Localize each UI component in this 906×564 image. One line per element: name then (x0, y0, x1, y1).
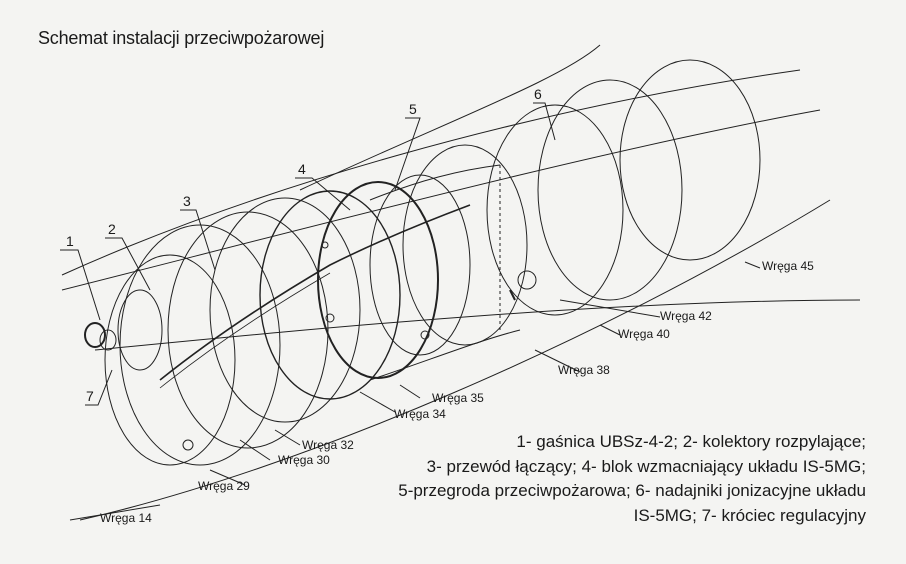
callout-2: 2 (108, 221, 116, 237)
legend: 1- gaśnica UBSz-4-2; 2- kolektory rozpyl… (346, 430, 866, 528)
firewall-ring-35 (317, 181, 439, 379)
frame-ring-14 (104, 254, 236, 466)
legend-line: 5-przegroda przeciwpożarowa; 6- nadajnik… (398, 481, 866, 500)
frame-ring-34 (259, 190, 401, 400)
frame-label-30: Wręga 30 (278, 453, 330, 467)
ring-fitting (420, 330, 430, 340)
frame-label-38: Wręga 38 (558, 363, 610, 377)
callout-leader-6 (533, 102, 556, 141)
frame-leader-35 (399, 384, 421, 399)
frame-leader-34 (359, 391, 396, 413)
callout-7: 7 (86, 388, 94, 404)
frame-leader-45 (744, 261, 761, 269)
frame-label-34: Wręga 34 (394, 407, 446, 421)
callout-6: 6 (534, 86, 542, 102)
callout-leader-1 (60, 249, 101, 321)
frame-leader-32 (274, 429, 301, 446)
engine-top-edge (369, 164, 501, 201)
callout-5: 5 (409, 101, 417, 117)
frame-leader-40 (599, 324, 621, 336)
frame-ring-40 (486, 104, 624, 316)
fuselage-axis-line (94, 299, 861, 351)
fuselage-upper-line (299, 44, 601, 191)
callout-leader-2 (105, 237, 151, 291)
fuselage-mid-line (61, 109, 821, 291)
ring-fitting (325, 313, 335, 323)
frame-ring-38 (402, 144, 528, 346)
frame-label-14: Wręga 14 (100, 511, 152, 525)
legend-line: IS-5MG; 7- króciec regulacyjny (633, 505, 866, 525)
engine-casing-front (369, 174, 471, 356)
spray-collector (117, 289, 163, 371)
legend-line: 3- przewód łączący; 4- blok wzmacniający… (426, 456, 866, 476)
callout-1: 1 (66, 233, 74, 249)
frame-label-42: Wręga 42 (660, 309, 712, 323)
extinguisher-bottle (84, 322, 106, 348)
ring-fitting (182, 439, 194, 451)
callout-leader-5 (394, 117, 421, 191)
legend-line: 1- gaśnica UBSz-4-2; 2- kolektory rozpyl… (516, 432, 866, 451)
frame-ring-45 (619, 59, 761, 261)
callout-leader-7 (85, 369, 113, 406)
ionization-sensor (517, 270, 537, 290)
callout-3: 3 (183, 193, 191, 209)
engine-bottom-edge (369, 329, 521, 381)
frame-leader-14 (69, 504, 161, 521)
fuselage-bottom-line (79, 199, 831, 521)
callout-leader-3 (180, 209, 216, 271)
frame-label-29: Wręga 29 (198, 479, 250, 493)
extinguisher-bottle-rear (99, 329, 117, 351)
sensor-mount (509, 289, 516, 301)
frame-leader-30 (239, 439, 271, 461)
frame-leader-38 (534, 349, 581, 373)
callout-4: 4 (298, 161, 306, 177)
frame-label-35: Wręga 35 (432, 391, 484, 405)
frame-ring-42 (537, 79, 683, 301)
frame-label-45: Wręga 45 (762, 259, 814, 273)
ring-fitting (321, 241, 329, 249)
connecting-pipe (159, 204, 471, 381)
frame-label-40: Wręga 40 (618, 327, 670, 341)
callout-leader-4 (295, 177, 351, 211)
connecting-pipe-inner (159, 272, 331, 389)
frame-ring-32 (209, 197, 361, 423)
fuselage-top-line (61, 69, 801, 276)
frame-leader-42 (559, 299, 661, 318)
frame-leader-29 (209, 469, 246, 486)
frame-label-32: Wręga 32 (302, 438, 354, 452)
page-title: Schemat instalacji przeciwpożarowej (38, 28, 325, 48)
